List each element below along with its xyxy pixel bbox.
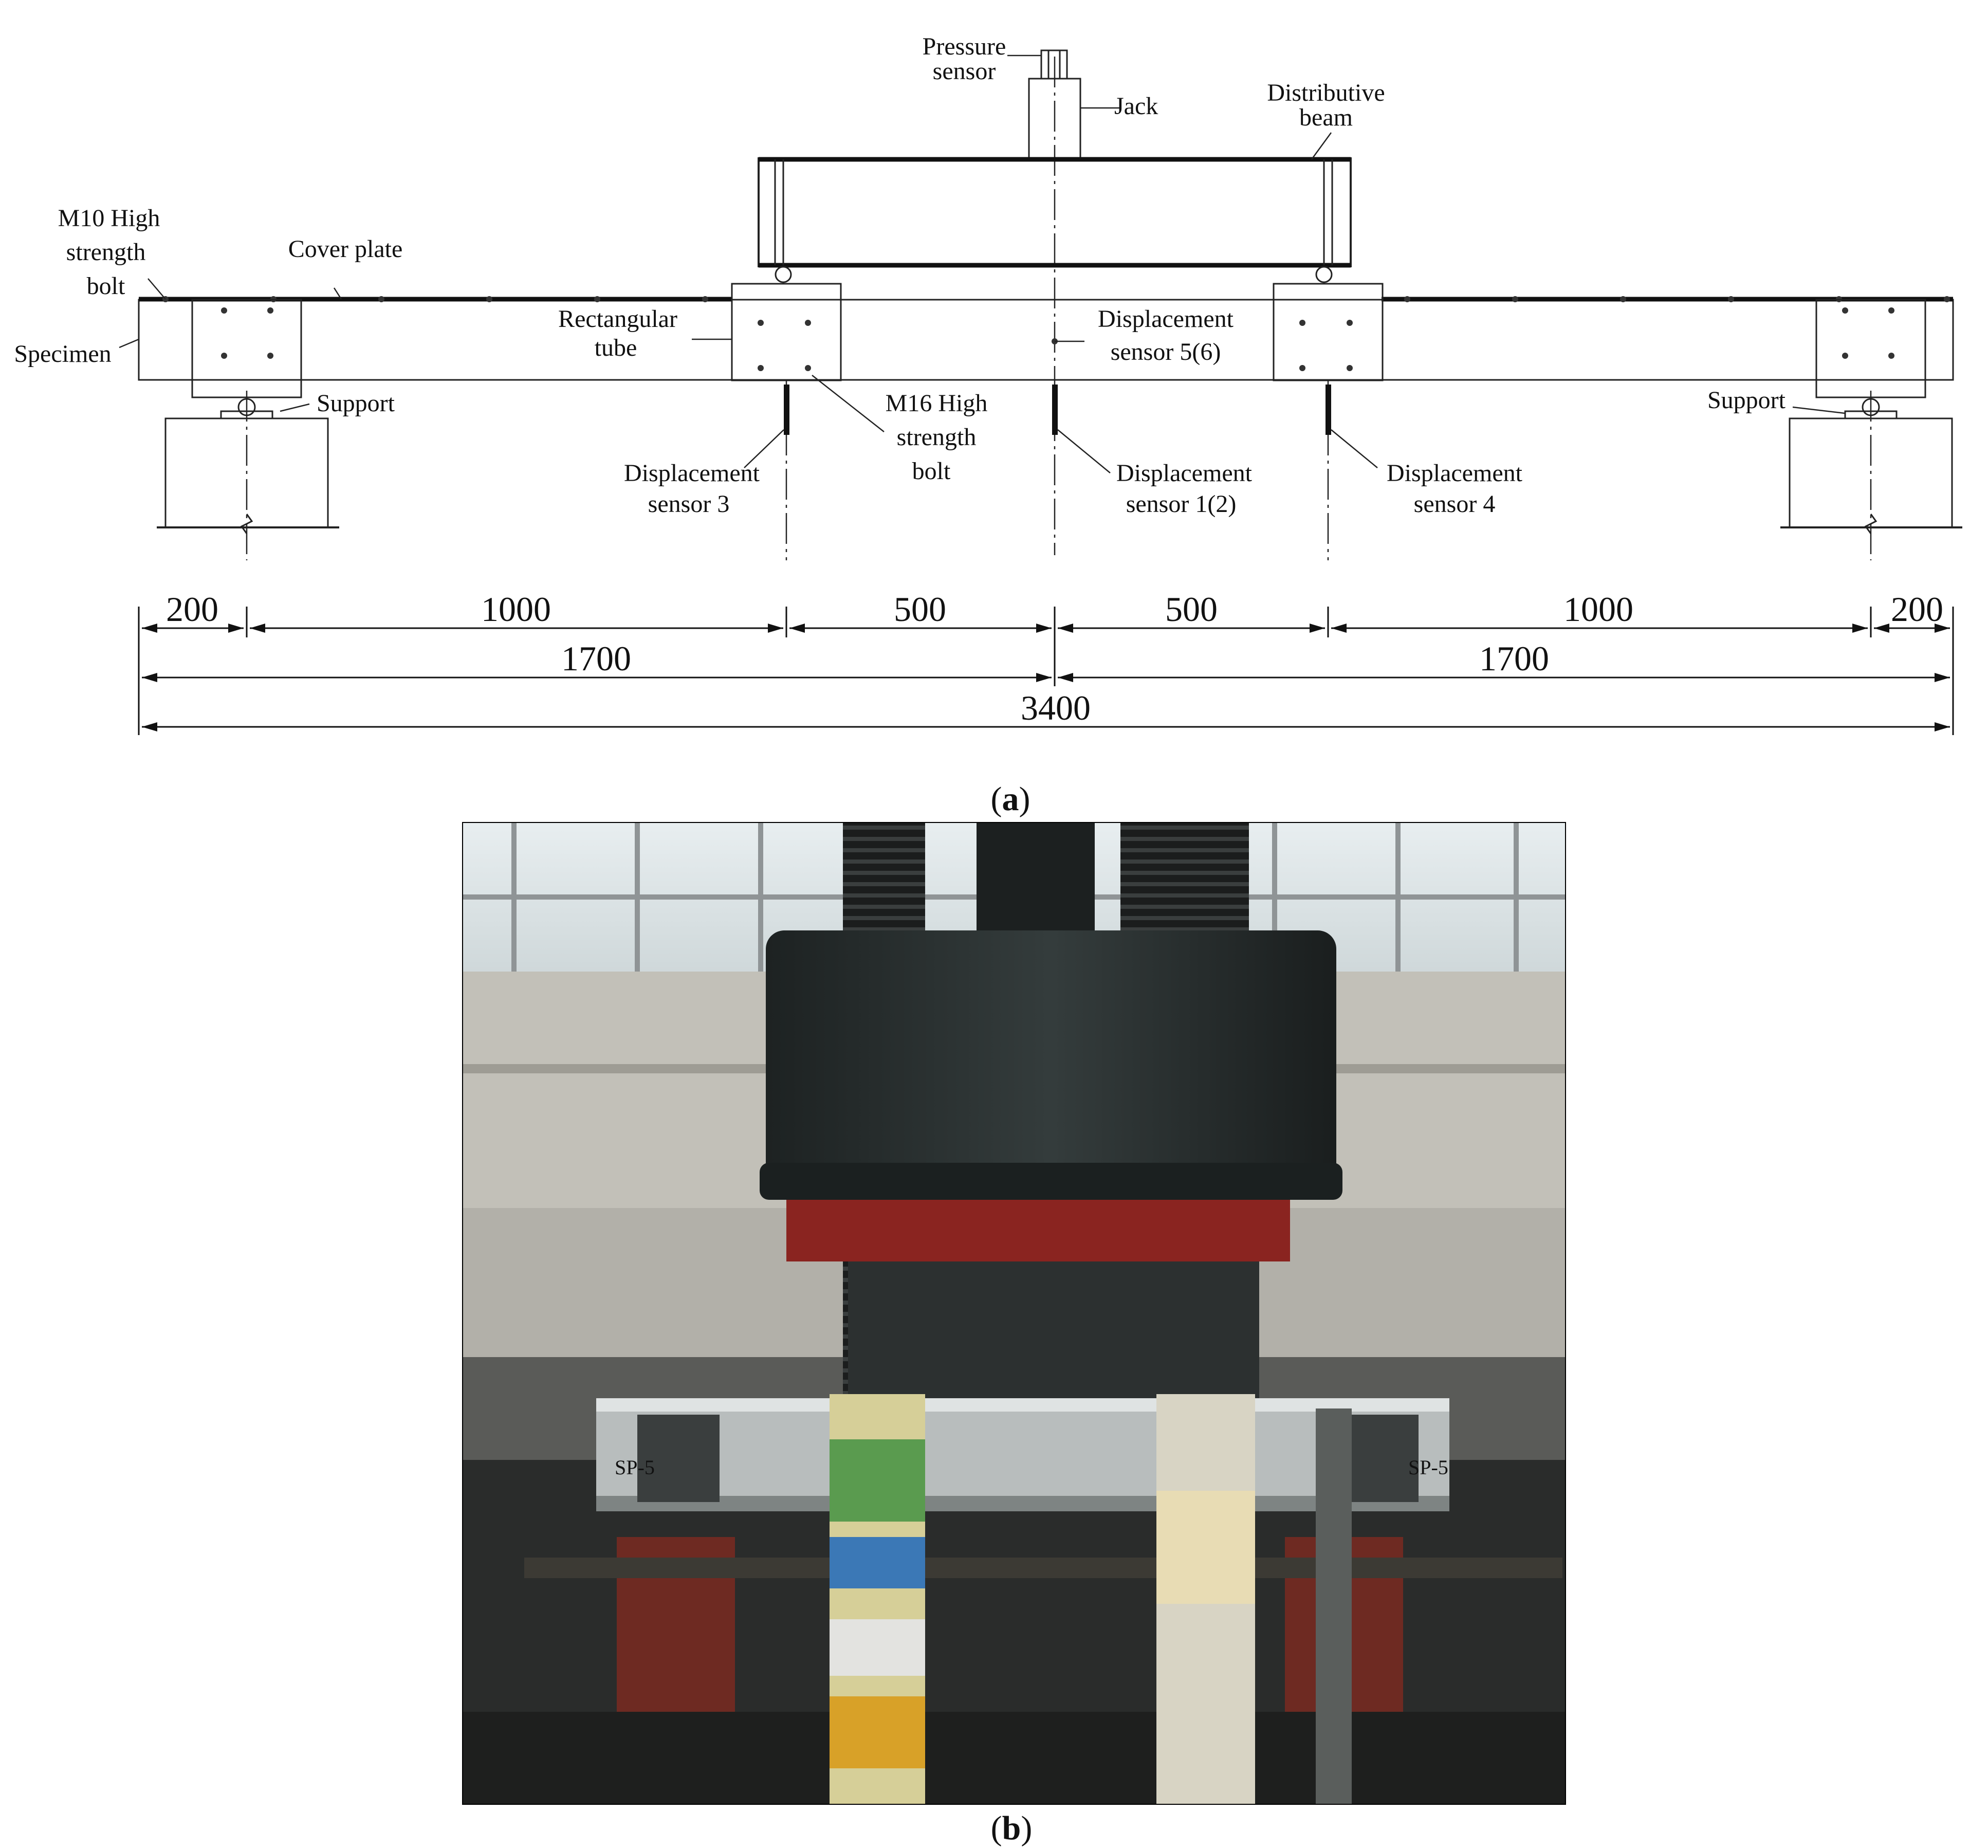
label-distributive-beam-2: beam xyxy=(1299,104,1353,131)
label-cover-plate: Cover plate xyxy=(288,235,403,263)
dim-1700-right: 1700 xyxy=(1479,639,1549,678)
label-m10-bolt-3: bolt xyxy=(87,272,125,300)
dimension-lines xyxy=(138,607,1954,735)
label-pressure-sensor-2: sensor xyxy=(933,58,996,85)
dim-200-right: 200 xyxy=(1891,590,1943,629)
displacement-sensor-12-body xyxy=(1052,385,1058,435)
test-photo: SP-5 SP-5 xyxy=(462,822,1566,1805)
label-displacement-sensor-12-1: Displacement xyxy=(1116,460,1253,487)
dim-500-right: 500 xyxy=(1165,590,1218,629)
photo-beam-label-right: SP-5 xyxy=(1408,1456,1448,1479)
leader-lines xyxy=(119,54,1846,473)
support-left xyxy=(157,391,339,560)
label-m10-bolt-1: M10 High xyxy=(58,205,160,232)
label-pressure-sensor-1: Pressure xyxy=(923,33,1006,60)
support-right xyxy=(1780,391,1962,560)
dim-500-left: 500 xyxy=(894,590,946,629)
dim-1700-left: 1700 xyxy=(561,639,631,678)
photo-beam-label-left: SP-5 xyxy=(615,1456,655,1479)
label-distributive-beam-1: Distributive xyxy=(1267,79,1385,106)
label-jack: Jack xyxy=(1114,93,1158,120)
label-displacement-sensor-12-2: sensor 1(2) xyxy=(1126,490,1237,518)
distributive-beam xyxy=(758,157,1352,283)
label-rectangular-tube-2: tube xyxy=(595,334,637,361)
label-m16-bolt-1: M16 High xyxy=(886,390,988,417)
label-displacement-sensor-56-1: Displacement xyxy=(1098,305,1234,333)
dim-3400: 3400 xyxy=(1021,688,1091,727)
label-m16-bolt-2: strength xyxy=(897,424,977,451)
label-support-left: Support xyxy=(317,390,395,417)
m10-bolts xyxy=(162,296,1950,302)
label-displacement-sensor-3-1: Displacement xyxy=(624,460,760,487)
dim-1000-left: 1000 xyxy=(481,590,551,629)
label-displacement-sensor-4-2: sensor 4 xyxy=(1414,490,1496,518)
displacement-sensor-3-body xyxy=(784,385,789,435)
diagram-labels: Pressure sensor Jack Distributive beam M… xyxy=(14,33,1785,518)
label-displacement-sensor-56-2: sensor 5(6) xyxy=(1111,338,1221,365)
label-support-right: Support xyxy=(1707,387,1786,414)
setup-diagram: Pressure sensor Jack Distributive beam M… xyxy=(14,33,1962,735)
specimen-beam xyxy=(138,297,1954,381)
label-displacement-sensor-4-1: Displacement xyxy=(1387,460,1523,487)
rectangular-tube-left xyxy=(731,283,842,381)
dimension-values: 200 1000 500 500 1000 200 1700 1700 3400 xyxy=(166,590,1943,727)
rectangular-tube-right xyxy=(1273,283,1384,381)
caption-b: (b) xyxy=(991,1809,1033,1847)
label-specimen: Specimen xyxy=(14,340,111,368)
displacement-sensor-4-body xyxy=(1326,385,1331,435)
dim-200-left: 200 xyxy=(166,590,218,629)
support-tube-right xyxy=(1815,299,1926,398)
label-displacement-sensor-3-2: sensor 3 xyxy=(648,490,730,518)
label-rectangular-tube-1: Rectangular xyxy=(558,305,677,333)
support-tube-left xyxy=(191,299,302,398)
label-m16-bolt-3: bolt xyxy=(912,458,951,485)
dim-1000-right: 1000 xyxy=(1563,590,1633,629)
caption-a: (a) xyxy=(991,780,1030,818)
label-m10-bolt-2: strength xyxy=(66,239,146,266)
